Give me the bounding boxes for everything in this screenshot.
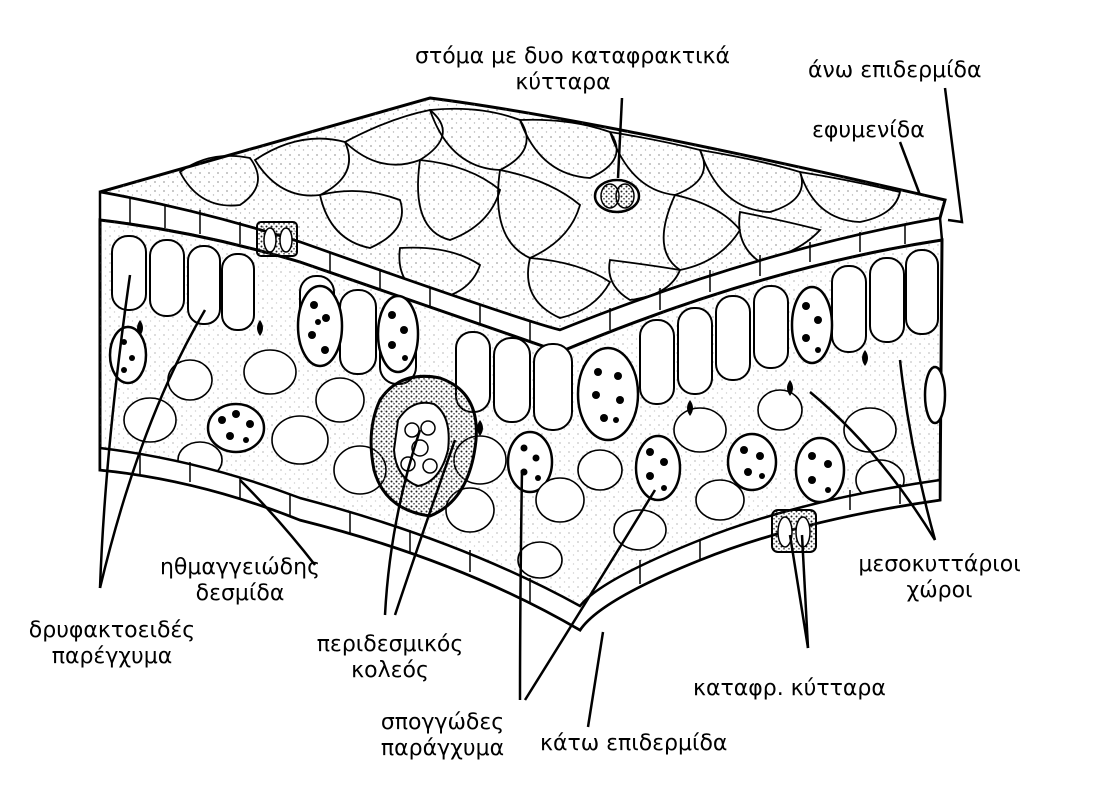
label-spongy: σπογγώδες παράγχυμα	[355, 710, 530, 762]
label-stoma-line1: στόμα με δυο καταφρακτικά	[415, 44, 730, 69]
leader-lines	[98, 87, 964, 728]
label-bundle-sheath: περιδεσμικός κολεός	[285, 632, 495, 684]
stoma-upper	[593, 178, 641, 214]
label-intercellular-spaces-line2: χώροι	[906, 578, 973, 603]
label-palisade-line2: παρέγχυμα	[51, 644, 173, 669]
lower-epidermis-cells	[139, 453, 901, 602]
lower-guard-cells	[771, 509, 817, 553]
label-stoma-line2: κύτταρα	[515, 70, 611, 95]
upper-guard-cells-cube	[256, 221, 298, 257]
intercellular-spaces	[137, 320, 868, 436]
label-lower-epidermis: κάτω επιδερμίδα	[540, 731, 727, 757]
label-intercellular-spaces: μεσοκυττάριοι χώροι	[842, 552, 1037, 604]
label-guard-cells: καταφρ. κύτταρα	[693, 676, 886, 702]
label-vascular-bundle: ηθμαγγειώδης δεσμίδα	[130, 555, 350, 607]
label-vascular-bundle-line1: ηθμαγγειώδης	[159, 555, 320, 580]
chloroplast-cells	[108, 284, 947, 504]
label-guard-cells-text: καταφρ. κύτταρα	[693, 676, 886, 701]
label-palisade: δρυφακτοειδές παρέγχυμα	[2, 618, 222, 670]
vascular-bundle	[369, 374, 478, 518]
label-vascular-bundle-line2: δεσμίδα	[195, 581, 285, 606]
label-intercellular-spaces-line1: μεσοκυττάριοι	[858, 552, 1021, 577]
upper-surface-cells	[178, 107, 902, 319]
label-cuticle: εφυμενίδα	[812, 118, 925, 144]
label-spongy-line1: σπογγώδες	[380, 710, 505, 735]
label-stoma: στόμα με δυο καταφρακτικά κύτταρα	[415, 44, 730, 96]
label-palisade-line1: δρυφακτοειδές	[28, 618, 196, 643]
label-lower-epidermis-text: κάτω επιδερμίδα	[540, 731, 728, 756]
label-bundle-sheath-line2: κολεός	[351, 658, 429, 683]
label-upper-epidermis: άνω επιδερμίδα	[808, 58, 982, 84]
label-spongy-line2: παράγχυμα	[380, 736, 505, 761]
label-upper-epidermis-text: άνω επιδερμίδα	[808, 58, 982, 83]
label-bundle-sheath-line1: περιδεσμικός	[316, 632, 464, 657]
label-cuticle-text: εφυμενίδα	[812, 118, 925, 143]
